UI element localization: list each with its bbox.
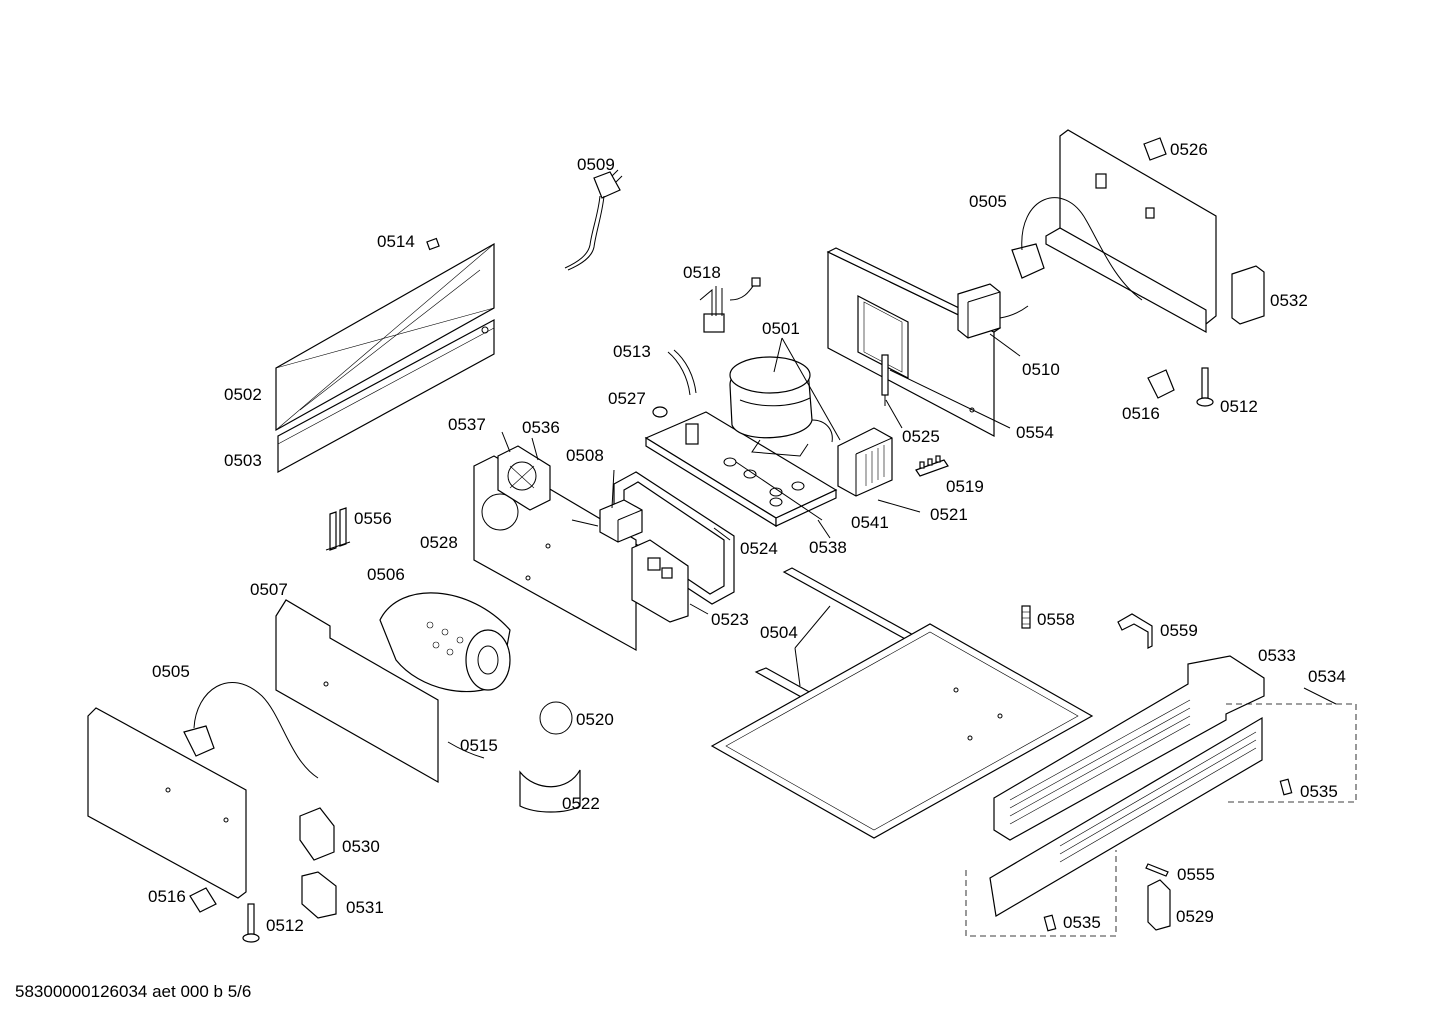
- label-0515: 0515: [460, 736, 498, 755]
- label-0530: 0530: [342, 837, 380, 856]
- group-outline-0535: [965, 850, 1117, 937]
- part-0515-wire: [447, 741, 485, 759]
- label-0523: 0523: [711, 610, 749, 629]
- part-0525-sensor: [881, 354, 889, 406]
- leader-lines: [501, 333, 1337, 705]
- label-0512-top: 0512: [1220, 397, 1258, 416]
- part-0512-left-screw: [242, 903, 260, 943]
- label-0505-left: 0505: [152, 662, 190, 681]
- part-0530-bracket: [299, 807, 335, 861]
- part-0505-top-cable: [1011, 197, 1143, 301]
- part-0537-fan-guard: [497, 445, 551, 511]
- label-0502: 0502: [224, 385, 262, 404]
- label-0531: 0531: [346, 898, 384, 917]
- part-0503-lower-panel: [277, 318, 495, 474]
- label-0533: 0533: [1258, 646, 1296, 665]
- label-0559: 0559: [1160, 621, 1198, 640]
- part-0514-nut: [426, 237, 440, 251]
- part-0529-cover: [1147, 879, 1171, 931]
- part-0558-spring: [1021, 605, 1031, 629]
- label-0519: 0519: [946, 477, 984, 496]
- part-0516-left-clip: [189, 887, 217, 913]
- part-0522-shroud: [519, 769, 581, 813]
- part-0520-ring: [539, 701, 573, 735]
- label-0527: 0527: [608, 389, 646, 408]
- label-0521: 0521: [930, 505, 968, 524]
- label-0537: 0537: [448, 415, 486, 434]
- part-0506-blower: [379, 592, 511, 693]
- label-0503: 0503: [224, 451, 262, 470]
- part-labels: 0509 0514 0518 0501 0513 0527 0502 0503 …: [148, 140, 1346, 935]
- label-0532: 0532: [1270, 291, 1308, 310]
- label-0528: 0528: [420, 533, 458, 552]
- part-0523-control-board: [631, 539, 689, 623]
- label-0513: 0513: [613, 342, 651, 361]
- label-0514: 0514: [377, 232, 415, 251]
- label-0512-left: 0512: [266, 916, 304, 935]
- label-0504: 0504: [760, 623, 798, 642]
- label-0555: 0555: [1177, 865, 1215, 884]
- label-0522: 0522: [562, 794, 600, 813]
- label-0516-top: 0516: [1122, 404, 1160, 423]
- part-0526-connector: [1143, 137, 1167, 161]
- part-0532-bracket: [1231, 265, 1265, 325]
- part-0519-terminal-strip: [915, 455, 949, 477]
- part-floor-plate: [710, 623, 1094, 839]
- label-0509: 0509: [577, 155, 615, 174]
- label-0558: 0558: [1037, 610, 1075, 629]
- part-0502-front-panel: [275, 242, 495, 432]
- part-left-side-panel: [87, 707, 247, 899]
- part-0501-compressor: [729, 356, 833, 457]
- label-0529: 0529: [1176, 907, 1214, 926]
- group-outline-0534: [1226, 703, 1357, 803]
- part-right-side-panel: [1045, 129, 1217, 334]
- part-0516-top-clip: [1147, 369, 1175, 399]
- part-0554-back-plate: [826, 247, 1002, 437]
- part-0508-fan-motor: [571, 499, 643, 543]
- part-0527-grommet: [652, 406, 668, 418]
- part-0556-bracket: [325, 507, 351, 551]
- part-0555-pin: [1145, 863, 1169, 877]
- part-0510-transformer: [957, 283, 1029, 339]
- label-0556: 0556: [354, 509, 392, 528]
- label-0505-top: 0505: [969, 192, 1007, 211]
- label-0516-left: 0516: [148, 887, 186, 906]
- part-0509-power-cord: [564, 169, 623, 271]
- label-0506: 0506: [367, 565, 405, 584]
- label-0538: 0538: [809, 538, 847, 557]
- label-0535-bottom: 0535: [1063, 913, 1101, 932]
- label-0520: 0520: [576, 710, 614, 729]
- label-0554: 0554: [1016, 423, 1054, 442]
- part-0533-grille-frame: [993, 655, 1265, 841]
- label-0507: 0507: [250, 580, 288, 599]
- label-0536: 0536: [522, 418, 560, 437]
- label-0518: 0518: [683, 263, 721, 282]
- part-0518-relay: [699, 277, 761, 333]
- part-0559-bracket: [1117, 613, 1153, 649]
- part-0521-control-box: [837, 427, 893, 497]
- part-0524-gasket-frame: [613, 471, 735, 605]
- label-0501: 0501: [762, 319, 800, 338]
- part-0534-grille: [989, 716, 1263, 917]
- label-0541: 0541: [851, 513, 889, 532]
- part-0535-clip-right: [1279, 778, 1293, 796]
- label-0524: 0524: [740, 539, 778, 558]
- label-0510: 0510: [1022, 360, 1060, 379]
- part-0513-hose: [667, 349, 697, 396]
- part-0505-left-cable: [183, 682, 319, 779]
- label-0534: 0534: [1308, 667, 1346, 686]
- part-0531-bracket: [301, 871, 337, 919]
- document-reference: 58300000126034 aet 000 b 5/6: [15, 982, 251, 1001]
- part-0507-cover-plate: [275, 599, 439, 784]
- label-0535-right: 0535: [1300, 782, 1338, 801]
- part-0512-top-screw: [1196, 367, 1214, 407]
- part-0535-clip-bottom: [1043, 914, 1057, 932]
- label-0508: 0508: [566, 446, 604, 465]
- label-0526: 0526: [1170, 140, 1208, 159]
- label-0525: 0525: [902, 427, 940, 446]
